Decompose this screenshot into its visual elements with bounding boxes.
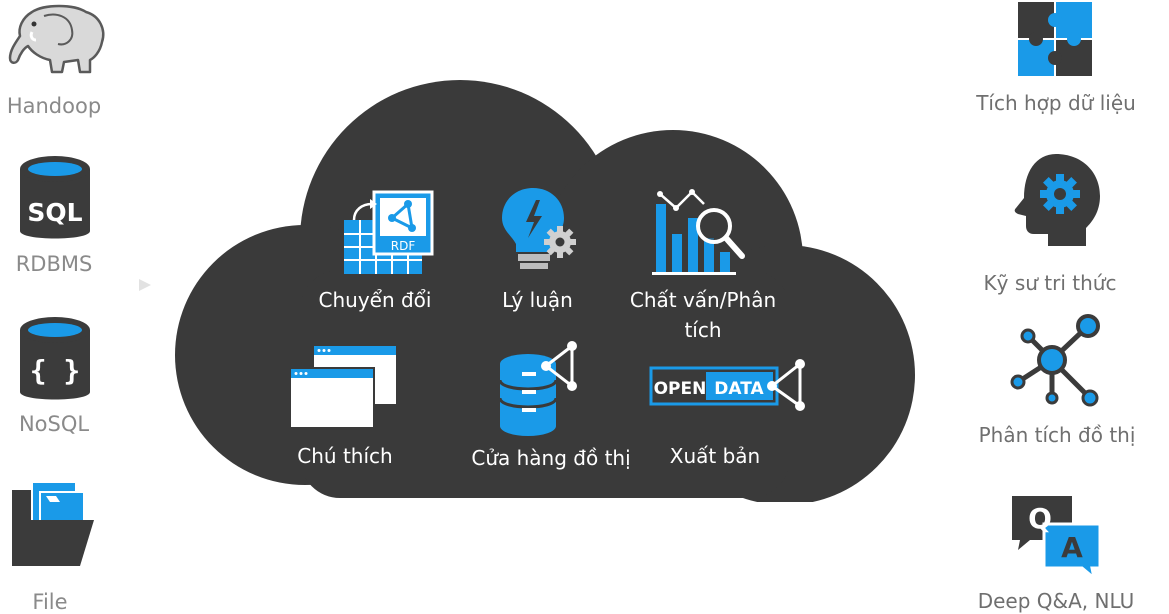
a-text: A: [1061, 531, 1083, 564]
lightbulb-gear-icon: [502, 188, 576, 269]
open-text: OPEN: [654, 379, 707, 399]
nosql-database-icon: { }: [20, 317, 90, 400]
annotation-label: Chú thích: [297, 444, 393, 468]
publish-label: Xuất bản: [669, 444, 761, 468]
knowledge-engineer-label: Kỹ sư tri thức: [983, 271, 1117, 295]
graph-store-icon: [498, 341, 577, 436]
rdbms-label: RDBMS: [15, 252, 93, 276]
deep-qa-label: Deep Q&A, NLU: [977, 589, 1135, 613]
reasoning-label: Lý luận: [502, 288, 573, 312]
sql-text: SQL: [27, 198, 82, 227]
q-text: Q: [1028, 502, 1052, 535]
rdf-text: RDF: [391, 239, 416, 253]
network-graph-icon: [1010, 314, 1100, 407]
rdf-transform-icon: RDF: [344, 190, 434, 274]
head-gear-icon: [1014, 154, 1100, 246]
transform-label: Chuyển đổi: [318, 288, 432, 312]
puzzle-icon: [1018, 2, 1092, 76]
hadoop-label: Handoop: [6, 94, 102, 118]
graph-store-label: Cửa hàng đồ thị: [471, 446, 631, 470]
annotation-windows-icon: [289, 346, 396, 429]
sql-database-icon: SQL: [20, 156, 90, 239]
nosql-braces-text: { }: [30, 354, 81, 387]
query-analysis-label: Chất vấn/Phân tích: [629, 288, 777, 342]
hadoop-elephant-icon: [8, 4, 105, 74]
qa-bubbles-icon: Q A: [1012, 496, 1102, 580]
data-integration-label: Tích hợp dữ liệu: [976, 91, 1136, 115]
chart-magnifier-icon: [652, 189, 745, 275]
file-folder-icon: [12, 481, 94, 566]
file-label: File: [32, 590, 68, 614]
graph-analysis-label: Phân tích đồ thị: [978, 423, 1136, 447]
arrow-right-icon: [139, 279, 151, 291]
nosql-label: NoSQL: [18, 412, 90, 436]
data-text: DATA: [714, 379, 764, 399]
open-data-icon: OPEN DATA: [649, 359, 805, 411]
